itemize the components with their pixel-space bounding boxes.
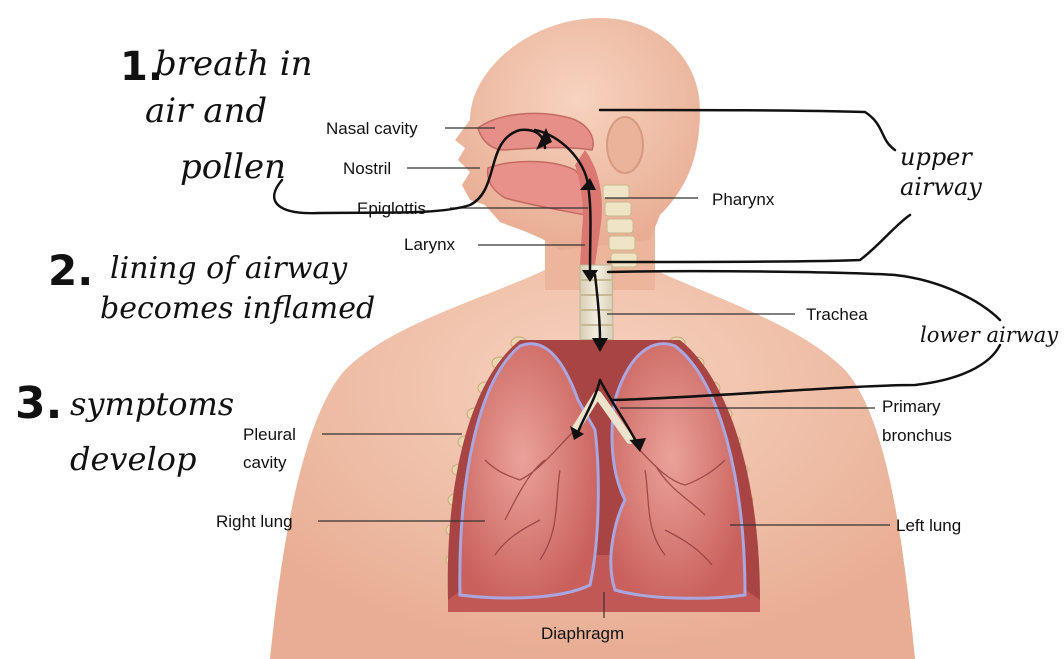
ear (607, 117, 643, 173)
label-nasal-cavity: Nasal cavity (326, 119, 418, 138)
step2-number: 2. (48, 246, 93, 295)
label-pharynx: Pharynx (712, 190, 775, 209)
step3-line1: symptoms (70, 385, 234, 423)
step3-line2: develop (70, 440, 196, 478)
label-primary-bronchus-line2: bronchus (882, 426, 952, 445)
label-nostril: Nostril (343, 159, 391, 178)
step2-line2: becomes inflamed (100, 291, 375, 326)
label-pleural-cavity-line1: Pleural (243, 425, 296, 444)
label-diaphragm: Diaphragm (541, 624, 624, 643)
step3-number: 3. (15, 378, 62, 429)
lower-airway-label: lower airway (920, 323, 1059, 347)
upper-airway-line1: upper (900, 143, 973, 171)
step2-line1: lining of airway (110, 251, 348, 286)
label-left-lung: Left lung (896, 516, 961, 535)
upper-airway-line2: airway (900, 173, 982, 201)
step1-line1: breath in (155, 44, 313, 84)
label-right-lung: Right lung (216, 512, 293, 531)
label-larynx: Larynx (404, 235, 456, 254)
label-primary-bronchus-line1: Primary (882, 397, 941, 416)
label-pleural-cavity-line2: cavity (243, 453, 287, 472)
step1-line3: pollen (180, 147, 286, 187)
label-trachea: Trachea (806, 305, 868, 324)
label-epiglottis: Epiglottis (357, 199, 426, 218)
step1-line2: air and (145, 91, 267, 131)
